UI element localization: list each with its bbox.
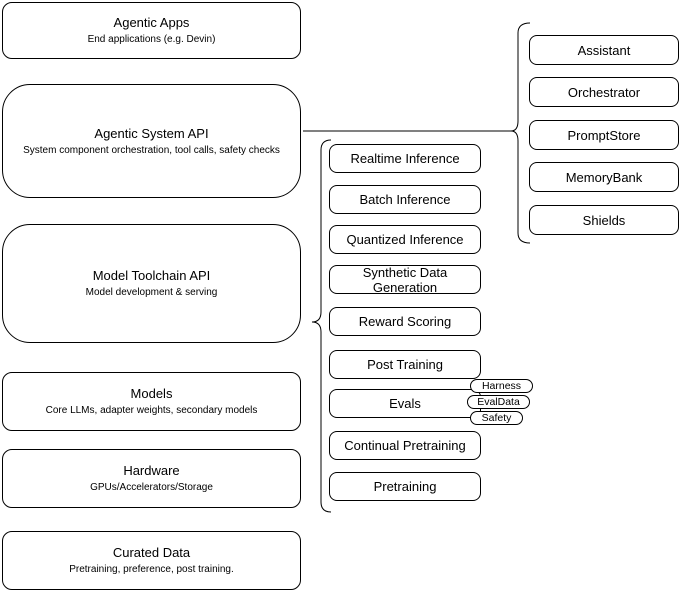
service-label: Reward Scoring [358, 314, 452, 329]
models-subtitle: Core LLMs, adapter weights, secondary mo… [45, 405, 258, 416]
model-toolchain-api-title: Model Toolchain API [92, 268, 211, 283]
evals-tag-label: Safety [481, 412, 512, 424]
agentic-apps-title: Agentic Apps [113, 15, 190, 30]
service-box-batch-inference: Batch Inference [329, 185, 481, 214]
system-components-brace [510, 22, 531, 244]
evals-tag-evaldata: EvalData [467, 395, 530, 409]
agentic-apps-box: Agentic Apps End applications (e.g. Devi… [2, 2, 301, 59]
service-box-post-training: Post Training [329, 350, 481, 379]
service-box-continual-pretraining: Continual Pretraining [329, 431, 481, 460]
component-box-shields: Shields [529, 205, 679, 235]
evals-tag-safety: Safety [470, 411, 523, 425]
evals-tag-label: Harness [481, 380, 522, 392]
model-toolchain-api-box: Model Toolchain API Model development & … [2, 224, 301, 343]
component-label: Orchestrator [567, 84, 641, 100]
component-box-orchestrator: Orchestrator [529, 77, 679, 107]
service-label: Pretraining [373, 479, 437, 494]
service-box-realtime-inference: Realtime Inference [329, 144, 481, 173]
service-box-pretraining: Pretraining [329, 472, 481, 501]
model-toolchain-api-subtitle: Model development & serving [85, 287, 218, 298]
evals-tag-harness: Harness [470, 379, 533, 393]
service-box-synthetic-data-generation: Synthetic Data Generation [329, 264, 481, 295]
service-label: Post Training [367, 357, 443, 372]
hardware-box: Hardware GPUs/Accelerators/Storage [2, 449, 301, 508]
curated-data-title: Curated Data [112, 545, 191, 560]
agentic-apps-subtitle: End applications (e.g. Devin) [87, 34, 216, 45]
service-label: Batch Inference [359, 192, 451, 207]
models-title: Models [130, 386, 173, 401]
component-label: Assistant [577, 42, 631, 58]
component-label: PromptStore [567, 127, 641, 143]
service-label: Evals [389, 396, 421, 411]
models-box: Models Core LLMs, adapter weights, secon… [2, 372, 301, 431]
service-label: Realtime Inference [350, 151, 460, 166]
curated-data-subtitle: Pretraining, preference, post training. [69, 564, 234, 575]
hardware-subtitle: GPUs/Accelerators/Storage [90, 482, 213, 493]
service-box-reward-scoring: Reward Scoring [329, 307, 481, 336]
service-box-evals: Evals [329, 389, 481, 418]
agentic-system-api-title: Agentic System API [94, 125, 209, 141]
service-box-quantized-inference: Quantized Inference [329, 225, 481, 254]
hardware-title: Hardware [123, 463, 180, 478]
evals-tag-label: EvalData [477, 396, 520, 408]
component-label: MemoryBank [565, 169, 643, 185]
service-label: Synthetic Data Generation [362, 264, 448, 295]
service-label: Quantized Inference [346, 232, 464, 247]
component-label: Shields [582, 212, 626, 228]
component-box-memorybank: MemoryBank [529, 162, 679, 192]
curated-data-box: Curated Data Pretraining, preference, po… [2, 531, 301, 590]
agentic-system-api-box: Agentic System API System component orch… [2, 84, 301, 198]
component-box-assistant: Assistant [529, 35, 679, 65]
service-label: Continual Pretraining [344, 438, 466, 453]
component-box-promptstore: PromptStore [529, 120, 679, 150]
agentic-system-api-subtitle: System component orchestration, tool cal… [23, 144, 280, 156]
